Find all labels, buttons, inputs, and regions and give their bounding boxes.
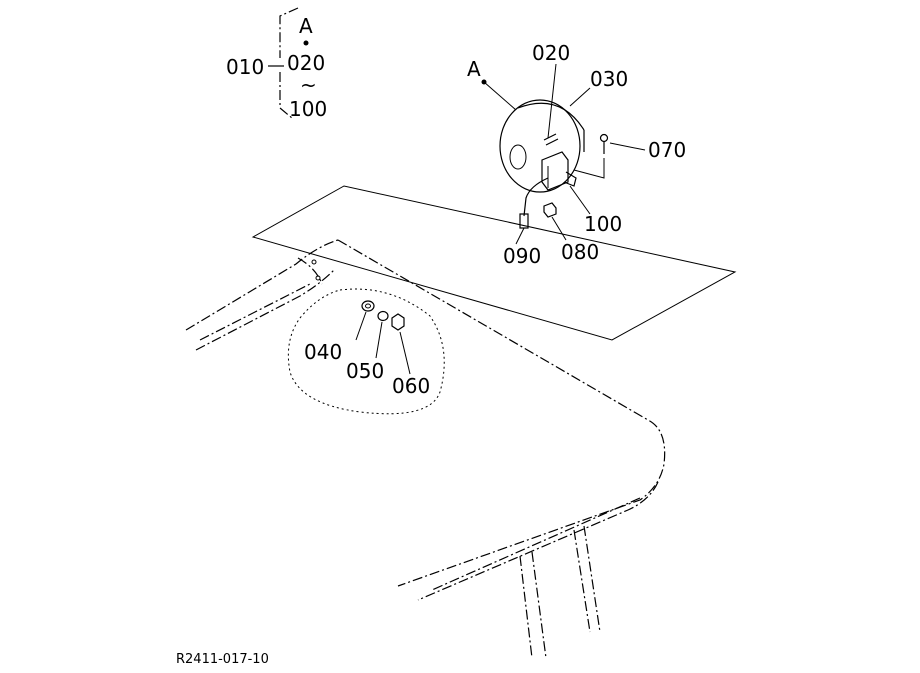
headlight-body — [499, 99, 581, 193]
pillar-right-b — [583, 525, 601, 633]
headlight-bracket — [541, 151, 569, 191]
part-label-100: 100 — [584, 212, 622, 236]
leader-060 — [399, 331, 411, 375]
mount-hole-b — [315, 275, 321, 281]
part-label-040: 040 — [304, 340, 342, 364]
headlight-lens-window — [509, 144, 527, 170]
leader-020 — [547, 63, 557, 139]
part-label-030: 030 — [590, 67, 628, 91]
washer-040 — [361, 300, 375, 312]
drawing-reference-code: R2411-017-10 — [176, 652, 269, 667]
hardware-detail: 040 050 060 — [287, 288, 445, 415]
roof-top-edge — [337, 239, 666, 587]
hardware-detail-outline — [287, 288, 445, 415]
screw-070-path — [573, 158, 605, 179]
part-label-050: 050 — [346, 359, 384, 383]
part-label-090: 090 — [503, 244, 541, 268]
roof-left-beam-edge — [199, 283, 311, 341]
nut-060 — [391, 313, 405, 331]
roof-left-beam-lower — [195, 269, 335, 351]
roof-left-beam-upper — [185, 239, 339, 331]
headlight-assembly — [499, 99, 609, 229]
roof-inner-corner — [297, 257, 323, 285]
legend-bracket — [279, 7, 299, 119]
legend-assembly-label: 010 — [226, 55, 264, 79]
legend-range-end: 100 — [289, 97, 327, 121]
detail-callout-letter: A — [467, 57, 481, 81]
leader-030 — [569, 87, 591, 107]
legend-callout-letter: A — [299, 14, 313, 38]
mounting-plate-outline — [251, 185, 737, 341]
pillar-right-a — [573, 529, 591, 633]
stud-100 — [563, 171, 577, 187]
pillar-left-b — [531, 551, 547, 659]
mount-hole-a — [311, 259, 317, 265]
leader-050 — [375, 321, 383, 359]
roof-front-edge — [417, 481, 659, 601]
leader-080 — [551, 216, 567, 241]
pillar-left-a — [519, 555, 533, 659]
part-label-080: 080 — [561, 240, 599, 264]
nut-080 — [543, 202, 557, 218]
leader-100 — [569, 185, 591, 215]
washer-040-hole — [365, 303, 371, 309]
screw-070-head — [599, 133, 609, 143]
leader-090 — [515, 227, 525, 245]
part-label-060: 060 — [392, 374, 430, 398]
legend-group: 010 A 020 ~ 100 — [226, 7, 327, 121]
part-label-020: 020 — [532, 41, 570, 65]
roof-front-lower-edge — [431, 497, 641, 591]
legend-range-start: 020 — [287, 51, 325, 75]
bolt-020 — [543, 133, 559, 146]
detail-callout-leader — [483, 81, 517, 111]
headlight-rim — [517, 102, 585, 131]
leader-070 — [609, 142, 646, 151]
part-label-070: 070 — [648, 138, 686, 162]
leader-040 — [355, 311, 367, 341]
cabin-roof — [185, 239, 666, 659]
legend-dot — [303, 40, 309, 46]
lock-washer-050 — [377, 310, 389, 322]
wire-090 — [523, 177, 549, 217]
legend-range-separator: ~ — [300, 73, 317, 97]
